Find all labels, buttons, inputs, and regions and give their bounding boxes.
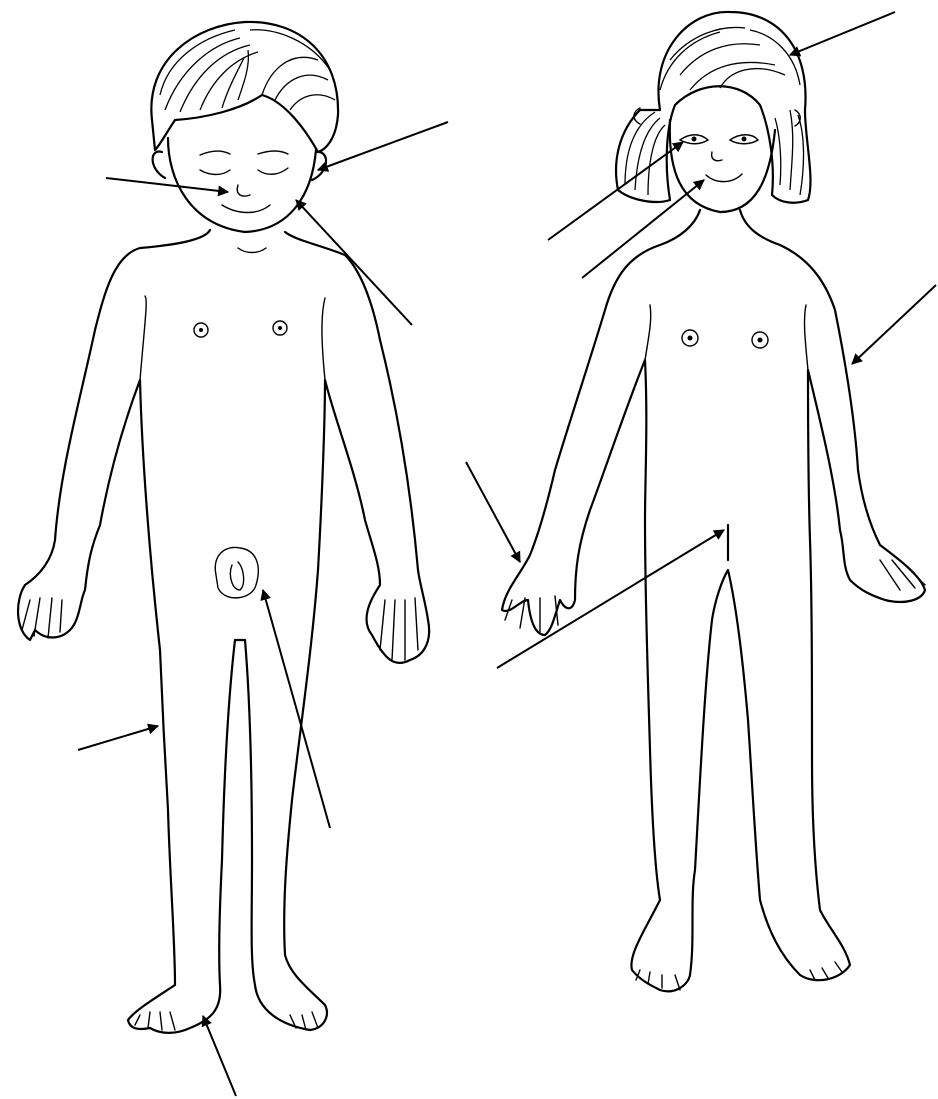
arrow-girl-arm [852,285,936,364]
boy-nipple-icon [194,321,287,337]
boy-face-icon [153,138,326,232]
girl-figure-icon [502,12,925,991]
arrow-girl-eye [548,142,683,240]
pointer-arrows [78,12,936,1096]
girl-body-outline [502,210,925,991]
boy-hair-icon [151,22,338,152]
arrow-boy-foot [203,1016,236,1096]
boy-body-outline [18,230,429,1033]
boy-figure-icon [18,22,429,1033]
arrow-boy-ear [318,122,448,170]
arrow-girl-hair [790,12,895,55]
girl-hair-icon [616,12,810,203]
arrow-boy-neck [296,200,412,325]
arrow-boy-knee [78,726,158,750]
boy-genital-icon [215,547,258,597]
arrow-boy-nose [106,178,228,192]
arrow-girl-hand [466,462,520,562]
arrow-boy-genitals [263,590,330,828]
girl-nipple-icon [682,330,768,348]
